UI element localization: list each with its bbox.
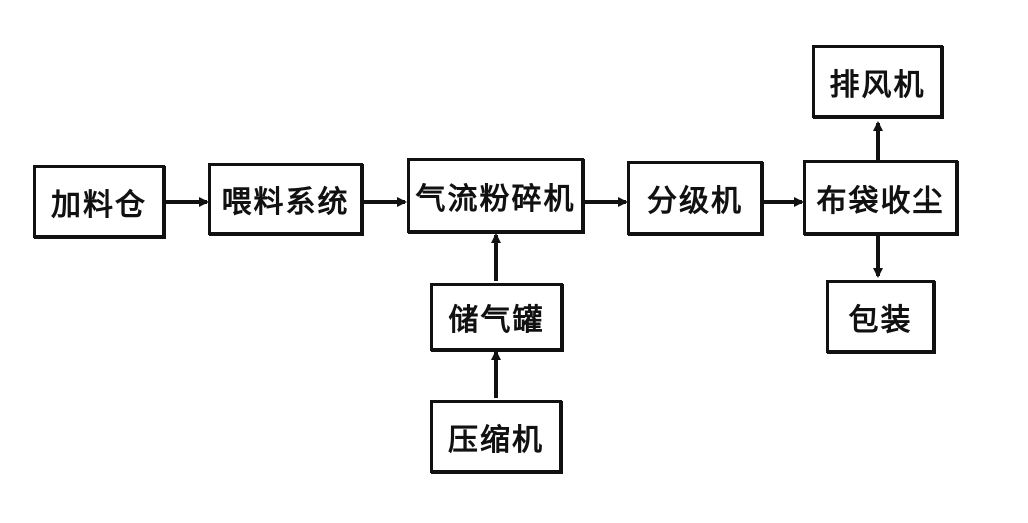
node-compressor: 压缩机 xyxy=(430,400,562,473)
node-packaging: 包装 xyxy=(826,280,935,353)
node-classifier: 分级机 xyxy=(627,161,763,235)
node-hopper: 加料仓 xyxy=(33,165,165,238)
node-feeding-system: 喂料系统 xyxy=(208,163,363,235)
node-exhaust-fan: 排风机 xyxy=(812,45,943,118)
node-bag-filter: 布袋收尘 xyxy=(803,160,958,235)
node-jet-mill: 气流粉碎机 xyxy=(407,158,584,233)
node-air-tank: 储气罐 xyxy=(430,283,563,351)
